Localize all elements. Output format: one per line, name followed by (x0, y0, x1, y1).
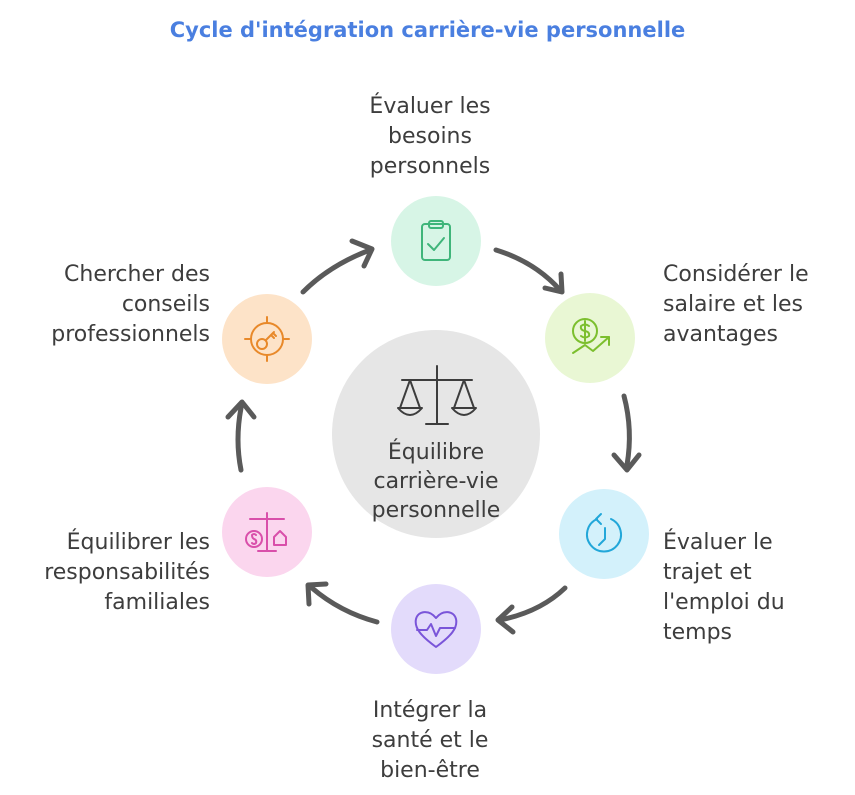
clock-cycle-icon (586, 513, 622, 553)
step-label-1: Évaluer les besoins personnels (330, 92, 530, 182)
arrow-5-to-6-head (225, 399, 257, 420)
arrow-3-to-4-head (495, 604, 516, 635)
step-label-line: conseils (121, 292, 210, 317)
arrow-2-to-3 (621, 393, 632, 468)
center-label-line: personnelle (371, 498, 501, 523)
dollar-growth-icon (572, 318, 610, 354)
heart-pulse-icon (414, 611, 458, 648)
step-node-4 (391, 584, 481, 674)
balance-money-home-icon (245, 512, 287, 552)
arrow-2-to-3-head (611, 452, 642, 473)
step-label-line: bien-être (380, 758, 480, 783)
step-label-4: Intégrer la santé et le bien-être (330, 696, 530, 786)
center-label: Équilibre carrière-vie personnelle (332, 438, 540, 525)
step-label-line: familiales (104, 590, 210, 615)
step-label-line: trajet et (663, 560, 752, 585)
step-label-line: salaire et les (663, 292, 804, 317)
step-label-3: Évaluer le trajet et l'emploi du temps (663, 528, 843, 648)
step-label-2: Considérer le salaire et les avantages (663, 260, 843, 350)
target-key-icon (244, 316, 290, 362)
step-label-line: Chercher des (64, 262, 210, 287)
step-node-3 (559, 489, 649, 579)
arrow-4-to-5-head (305, 581, 329, 607)
step-label-line: Considérer le (663, 262, 809, 287)
step-label-line: responsabilités (44, 560, 210, 585)
arrow-1-to-2-head (542, 271, 565, 295)
center-label-line: Équilibre (387, 440, 485, 465)
clipboard-check-icon (421, 220, 451, 261)
step-node-5 (222, 487, 312, 577)
step-node-6 (222, 294, 312, 384)
diagram-title: Cycle d'intégration carrière-vie personn… (169, 18, 686, 42)
step-label-line: avantages (663, 322, 778, 347)
step-label-line: santé et le (371, 728, 489, 753)
step-label-line: Intégrer la (372, 698, 488, 723)
step-label-line: Évaluer le (663, 530, 773, 555)
step-label-line: Évaluer les (369, 94, 491, 119)
step-label-line: temps (663, 620, 733, 645)
step-label-line: besoins (388, 124, 472, 149)
step-label-line: personnels (369, 154, 491, 179)
arrow-6-to-1-head (349, 238, 375, 269)
step-label-line: professionnels (51, 322, 210, 347)
step-label-line: l'emploi du (663, 590, 785, 615)
center-label-line: carrière-vie (373, 469, 499, 494)
arrow-5-to-6 (235, 405, 244, 473)
step-label-6: Chercher des conseils professionnels (20, 260, 210, 350)
step-node-1 (391, 196, 481, 286)
arrow-1-to-2 (493, 247, 563, 293)
center-hub (332, 330, 540, 538)
step-label-5: Équilibrer les responsabilités familiale… (20, 528, 210, 618)
arrow-3-to-4 (497, 585, 568, 623)
step-label-line: Équilibrer les (66, 530, 210, 555)
arrow-6-to-1 (300, 247, 373, 295)
scales-icon (397, 365, 477, 425)
step-node-2 (545, 293, 635, 383)
arrow-4-to-5 (309, 585, 380, 625)
